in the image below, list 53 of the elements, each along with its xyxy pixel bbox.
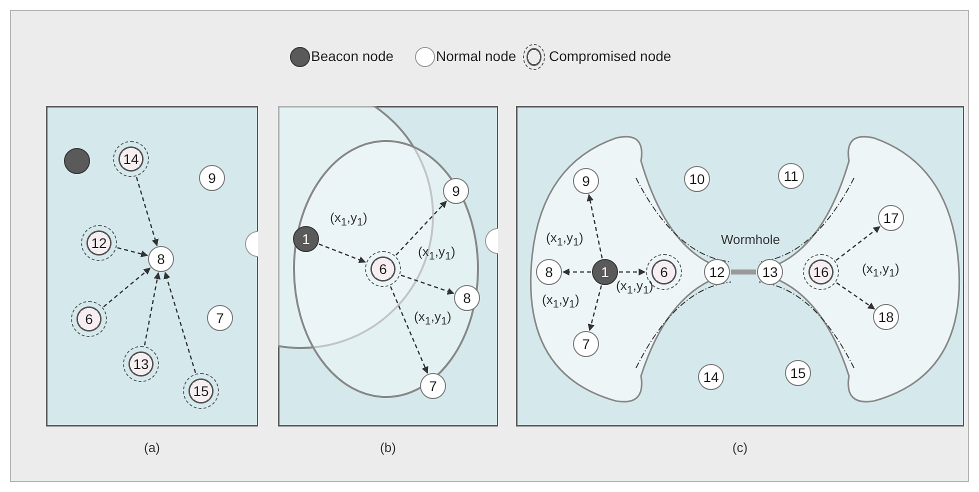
panel-caption: (b) bbox=[379, 439, 397, 457]
compromised-node-circle: 13 bbox=[123, 346, 159, 382]
node-circle: 9 bbox=[443, 178, 469, 204]
beacon-node-circle: 1 bbox=[293, 226, 319, 252]
node-circle: 13 bbox=[757, 259, 783, 285]
diagram-panel bbox=[46, 106, 258, 458]
edge-label: (x$_{1}$,y$_{1}$) bbox=[862, 261, 900, 280]
arrow bbox=[396, 200, 447, 256]
arrow bbox=[836, 282, 876, 310]
panel-caption: (a) bbox=[143, 439, 161, 457]
edge-label: (x$_{1}$,y$_{1}$) bbox=[330, 210, 368, 229]
compromised-node-circle: 6 bbox=[365, 251, 401, 287]
arrow bbox=[562, 268, 591, 276]
compromised-node-circle: 15 bbox=[183, 373, 219, 409]
node-circle: 7 bbox=[420, 373, 446, 399]
panel-caption: (c) bbox=[731, 439, 749, 457]
node-circle: 11 bbox=[778, 163, 804, 189]
arrow bbox=[588, 285, 602, 332]
compromised-node-circle: 6 bbox=[71, 301, 107, 337]
edge-label: Wormhole bbox=[721, 232, 780, 247]
arrow bbox=[836, 226, 880, 261]
arrow bbox=[586, 194, 603, 258]
arrow bbox=[164, 272, 196, 373]
edge-label: (x$_{1}$,y$_{1}$) bbox=[546, 230, 584, 249]
legend-label: Normal node bbox=[436, 47, 516, 66]
edge-label: (x$_{1}$,y$_{1}$) bbox=[418, 244, 456, 263]
node-circle: 10 bbox=[684, 166, 710, 192]
edge-label: (x$_{1}$,y$_{1}$) bbox=[616, 278, 654, 297]
legend-label: Beacon node bbox=[311, 47, 394, 66]
compromised-node-circle: 14 bbox=[113, 141, 149, 177]
diagram-panel bbox=[516, 106, 964, 458]
node-circle: 7 bbox=[207, 305, 233, 331]
diagram-panel bbox=[278, 106, 498, 458]
arrow bbox=[318, 244, 366, 264]
edge-label: (x$_{1}$,y$_{1}$) bbox=[542, 292, 580, 311]
node-circle: 15 bbox=[785, 360, 811, 386]
arrow bbox=[390, 286, 428, 374]
arrow bbox=[103, 268, 151, 308]
arrow bbox=[619, 268, 646, 276]
node-circle: 9 bbox=[199, 165, 225, 191]
link-line bbox=[731, 270, 756, 274]
node-circle: 8 bbox=[454, 285, 480, 311]
legend-label: Compromised node bbox=[549, 47, 672, 66]
arrow bbox=[400, 274, 454, 295]
node-circle: 14 bbox=[698, 364, 724, 390]
arrow bbox=[144, 272, 161, 346]
arrow bbox=[117, 247, 148, 258]
node-circle: 12 bbox=[704, 259, 730, 285]
arrow bbox=[136, 177, 159, 246]
beacon-node-circle bbox=[64, 148, 90, 174]
node-circle: 8 bbox=[148, 246, 174, 272]
compromised-node-circle: 12 bbox=[81, 225, 117, 261]
edge-label: (x$_{1}$,y$_{1}$) bbox=[414, 309, 452, 328]
